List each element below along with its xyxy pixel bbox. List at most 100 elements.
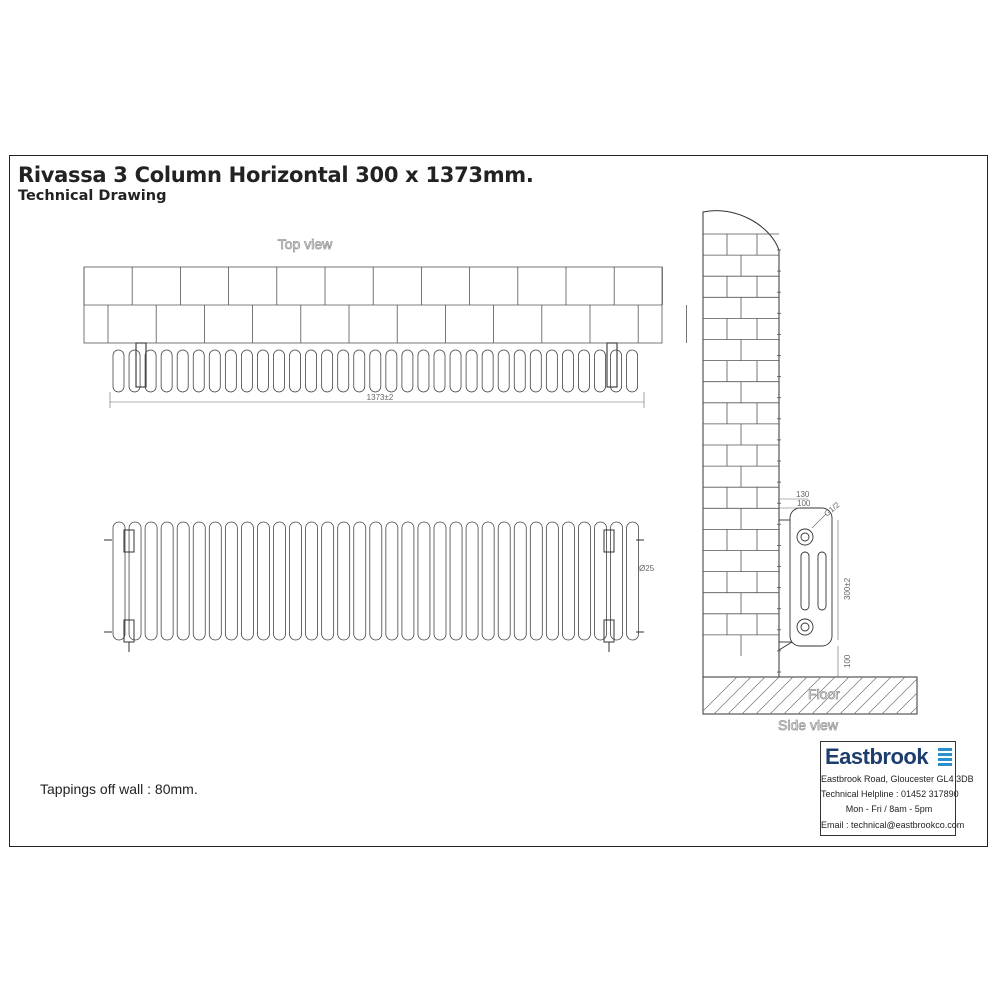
top-view-column xyxy=(192,349,205,393)
top-view-column xyxy=(497,349,510,393)
top-view-label: Top view xyxy=(278,236,333,252)
side-view: Floor Side view 130 100 G1/2 300±2 100 xyxy=(702,210,918,733)
top-view-column xyxy=(208,349,221,393)
front-view-column xyxy=(353,521,367,641)
front-view-column xyxy=(224,521,238,641)
floor-hatch xyxy=(727,676,766,715)
eastbrook-logo-icon xyxy=(938,748,952,766)
top-view-column xyxy=(176,349,189,393)
front-view-column xyxy=(192,521,206,641)
floor-hatch xyxy=(783,676,822,715)
overall-width-label: 1373±2 xyxy=(367,393,394,402)
front-view-column xyxy=(562,521,575,641)
title-block-address: Eastbrook Road, Gloucester GL4 3DB xyxy=(821,774,974,784)
front-view-column xyxy=(240,521,254,641)
top-view-column xyxy=(305,349,318,393)
top-view-column xyxy=(321,349,334,393)
front-view: Ø25 xyxy=(104,521,655,652)
front-view-column xyxy=(208,521,222,641)
top-view-bracket xyxy=(606,342,618,388)
floor-hatch xyxy=(769,676,808,715)
brick-wall xyxy=(703,233,781,673)
front-view-column xyxy=(257,521,270,641)
floor xyxy=(702,676,918,715)
floor-hatch xyxy=(895,692,918,715)
page-title: Rivassa 3 Column Horizontal 300 x 1373mm… xyxy=(18,163,534,187)
floor-hatch xyxy=(713,676,752,715)
front-view-column xyxy=(273,521,286,641)
top-view-column xyxy=(417,349,430,393)
top-view-column xyxy=(128,349,141,393)
top-view-column xyxy=(449,349,462,393)
front-view-column xyxy=(433,521,447,641)
front-view-column xyxy=(289,521,302,641)
side-view-label: Side view xyxy=(778,717,839,733)
floor-hatch xyxy=(702,676,738,712)
floor-hatch xyxy=(755,676,794,715)
front-view-brackets xyxy=(104,529,644,652)
top-view-column xyxy=(369,349,382,393)
floor-hatch xyxy=(825,676,864,715)
top-view-column xyxy=(385,349,398,393)
height-label: 300±2 xyxy=(843,577,852,600)
front-view-column xyxy=(578,521,591,641)
front-view-column xyxy=(385,521,399,641)
front-view-column xyxy=(337,521,351,641)
front-view-column xyxy=(529,521,543,641)
front-view-column xyxy=(626,521,639,641)
top-view-column xyxy=(224,349,237,393)
drawing-frame xyxy=(9,155,988,847)
top-view-column xyxy=(273,349,285,393)
front-view-column xyxy=(305,521,319,641)
top-view-column xyxy=(353,349,366,393)
top-view-column xyxy=(160,349,173,393)
top-view-column xyxy=(513,349,526,393)
front-view-column xyxy=(594,521,607,641)
wall-offset-inner-label: 100 xyxy=(797,499,811,508)
front-view-column xyxy=(128,521,142,641)
front-view-column xyxy=(610,521,623,641)
front-view-column xyxy=(481,521,495,641)
top-view-column xyxy=(529,349,542,393)
top-view-column xyxy=(144,349,157,393)
title-block-email: Email : technical@eastbrookco.com xyxy=(821,820,965,830)
front-view-column xyxy=(321,521,335,641)
front-view-column xyxy=(497,521,511,641)
top-view-column xyxy=(610,349,622,393)
floor-hatch xyxy=(811,676,850,715)
top-view-column xyxy=(481,349,494,393)
top-view-bracket xyxy=(135,342,147,388)
front-view-column xyxy=(545,521,559,641)
floor-hatch xyxy=(741,676,780,715)
top-view-columns xyxy=(112,342,638,393)
top-view-column xyxy=(465,349,478,393)
page-subtitle: Technical Drawing xyxy=(18,188,167,204)
top-view-column xyxy=(401,349,414,393)
front-view-column xyxy=(513,521,527,641)
front-view-column xyxy=(369,521,383,641)
top-view: Top view 1373±2 xyxy=(83,236,687,408)
front-view-column xyxy=(465,521,479,641)
floor-hatch xyxy=(909,706,918,715)
top-view-column xyxy=(545,349,558,393)
top-view-column xyxy=(112,349,125,393)
wall-offset-outer-label: 130 xyxy=(796,490,810,499)
top-view-wall xyxy=(83,266,687,344)
top-view-column xyxy=(289,349,301,393)
column-diameter-label: Ø25 xyxy=(639,564,655,573)
floor-hatch xyxy=(867,676,906,715)
title-block-helpline: Technical Helpline : 01452 317890 xyxy=(821,789,959,799)
title-block: Eastbrook Eastbrook Road, Gloucester GL4… xyxy=(820,741,974,836)
tappings-note: Tappings off wall : 80mm. xyxy=(40,781,198,797)
top-view-column xyxy=(562,349,574,393)
front-view-column xyxy=(112,521,126,641)
front-view-column xyxy=(144,521,158,641)
front-view-column xyxy=(401,521,415,641)
floor-label: Floor xyxy=(808,686,840,702)
floor-hatch xyxy=(797,676,836,715)
overall-width-dimension xyxy=(109,392,645,408)
top-view-column xyxy=(594,349,606,393)
floor-hatch xyxy=(881,678,918,715)
title-block-hours: Mon - Fri / 8am - 5pm xyxy=(845,804,933,814)
front-view-column xyxy=(176,521,190,641)
